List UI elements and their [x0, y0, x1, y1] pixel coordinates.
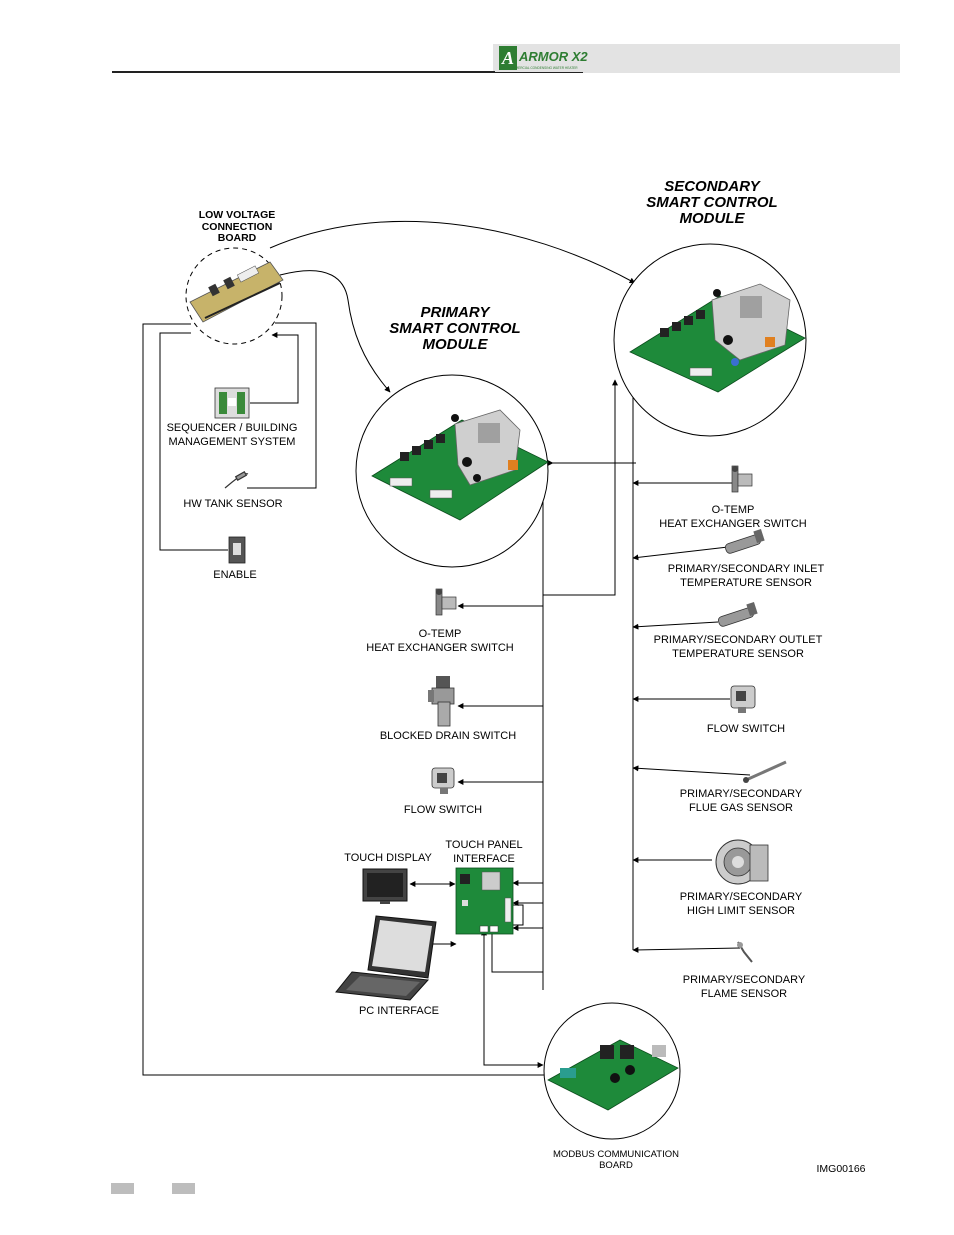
- flow-switch-secondary-image: [730, 685, 756, 713]
- high-limit-sensor-image: [715, 839, 769, 885]
- sequencer-label: SEQUENCER / BUILDING MANAGEMENT SYSTEM: [166, 422, 298, 448]
- low-voltage-board-label: LOW VOLTAGE CONNECTION BOARD: [198, 209, 276, 244]
- enable-switch-image: [228, 536, 246, 564]
- secondary-module-title: SECONDARY SMART CONTROL MODULE: [646, 178, 778, 227]
- otemp-primary-image: [435, 588, 457, 616]
- sequencer-image: [214, 387, 250, 419]
- image-id: IMG00166: [816, 1163, 866, 1175]
- secondary-otemp-label: O-TEMP HEAT EXCHANGER SWITCH: [659, 504, 807, 530]
- flame-sensor-label: PRIMARY/SECONDARY FLAME SENSOR: [682, 974, 806, 1000]
- hw-tank-sensor-label: HW TANK SENSOR: [183, 498, 283, 510]
- footer-page-marker-right: [172, 1183, 195, 1194]
- touch-display-image: [362, 868, 408, 904]
- primary-module-title: PRIMARY SMART CONTROL MODULE: [389, 304, 521, 353]
- modbus-board-label: MODBUS COMMUNICATION BOARD: [553, 1149, 679, 1171]
- blocked-drain-label: BLOCKED DRAIN SWITCH: [379, 730, 517, 742]
- hw-tank-sensor-image: [224, 470, 249, 489]
- brand-logo-text: ARMOR X2: [518, 49, 588, 64]
- footer-page-marker-left: [111, 1183, 134, 1194]
- flow-switch-primary-image: [431, 767, 455, 794]
- primary-board-image: [371, 409, 549, 521]
- otemp-secondary-image: [731, 465, 753, 493]
- primary-otemp-label: O-TEMP HEAT EXCHANGER SWITCH: [366, 628, 514, 654]
- brand-logo: A ARMOR X2 COMMERCIAL CONDENSING WATER H…: [495, 44, 590, 72]
- blocked-drain-image: [428, 676, 455, 727]
- flame-sensor-image: [737, 941, 753, 963]
- high-limit-sensor-label: PRIMARY/SECONDARY HIGH LIMIT SENSOR: [679, 891, 803, 917]
- modbus-board-image: [547, 1039, 679, 1111]
- pc-interface-image: [335, 915, 437, 1001]
- enable-label: ENABLE: [213, 569, 257, 581]
- outlet-sensor-image: [717, 602, 758, 627]
- secondary-board-image: [629, 283, 806, 393]
- touch-panel-label: TOUCH PANEL INTERFACE: [445, 839, 523, 865]
- svg-text:A: A: [501, 48, 514, 68]
- flue-gas-sensor-label: PRIMARY/SECONDARY FLUE GAS SENSOR: [679, 788, 803, 814]
- pc-interface-label: PC INTERFACE: [358, 1005, 440, 1017]
- outlet-sensor-label: PRIMARY/SECONDARY OUTLET TEMPERATURE SEN…: [653, 634, 823, 660]
- touch-panel-board-image: [455, 867, 514, 935]
- touch-display-label: TOUCH DISPLAY: [344, 852, 432, 864]
- secondary-flow-switch-label: FLOW SWITCH: [706, 723, 786, 735]
- header-rule: [112, 71, 583, 73]
- brand-logo-subtext: COMMERCIAL CONDENSING WATER HEATER: [508, 66, 578, 70]
- inlet-sensor-label: PRIMARY/SECONDARY INLET TEMPERATURE SENS…: [667, 563, 825, 589]
- primary-flow-switch-label: FLOW SWITCH: [403, 804, 483, 816]
- flue-gas-sensor-image: [743, 760, 787, 783]
- low-voltage-board-image: [189, 261, 284, 323]
- inlet-sensor-image: [724, 529, 765, 554]
